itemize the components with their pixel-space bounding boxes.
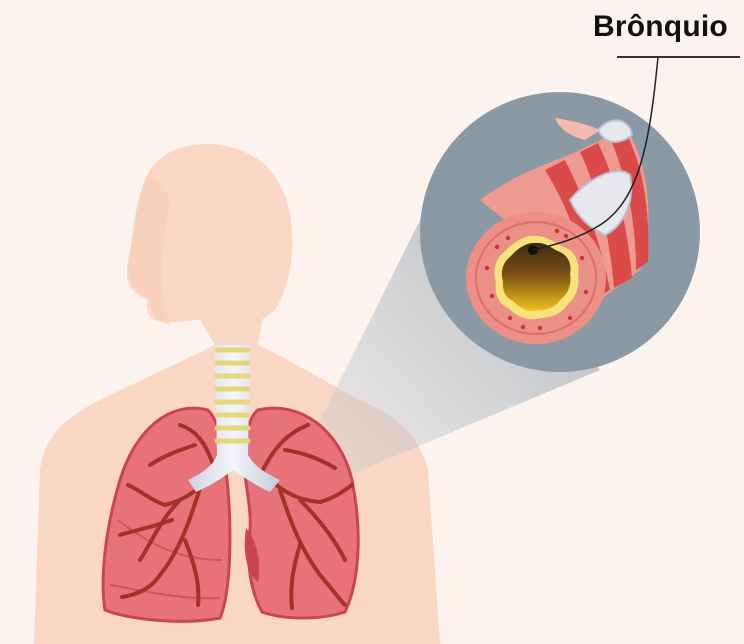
- label-underline: [617, 56, 740, 58]
- bronchus-label: Brônquio: [593, 10, 728, 44]
